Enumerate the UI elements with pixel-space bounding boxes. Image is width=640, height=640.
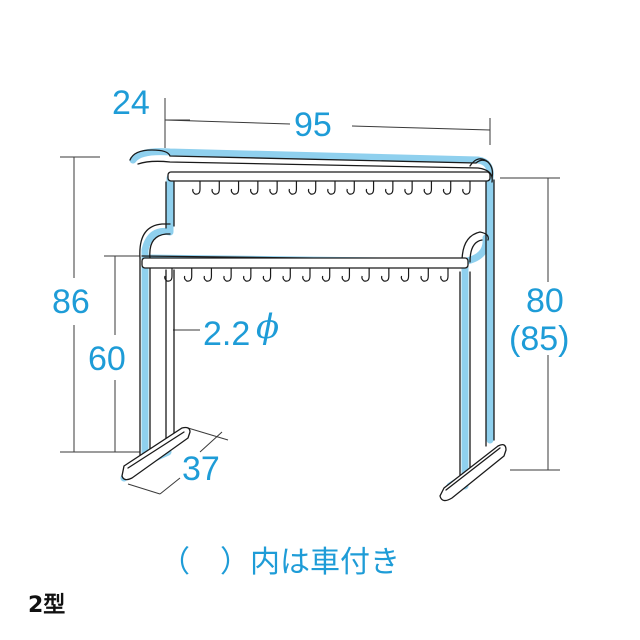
hook (327, 181, 336, 195)
hook (420, 268, 429, 282)
hook (321, 268, 331, 282)
hook (307, 181, 317, 195)
hook (365, 181, 375, 195)
hook (385, 181, 394, 195)
right-base-foot (439, 444, 507, 502)
lower-hooks (164, 268, 449, 282)
hook (250, 181, 259, 195)
hook (243, 268, 252, 282)
left-base-foot (121, 426, 191, 481)
hook (400, 268, 410, 282)
phi-symbol: ϕ (256, 307, 279, 347)
dim-height-total: 86 (52, 283, 90, 321)
hook (262, 268, 272, 282)
hook (462, 181, 471, 195)
dim-pipe-diameter: 2.2 (203, 315, 250, 353)
hook (164, 268, 173, 282)
hook (423, 181, 433, 195)
hook (282, 268, 291, 282)
dim-height-right-alt: (85) (509, 320, 569, 358)
hook (361, 268, 370, 282)
hook (381, 268, 390, 282)
rack-illustration (120, 148, 507, 502)
hook (203, 268, 213, 282)
model-label: 2型 (28, 593, 65, 618)
upper-hook-bar (167, 171, 491, 195)
hook (288, 181, 298, 195)
hook (404, 181, 413, 195)
dim-height-right: 80 (526, 282, 564, 320)
lower-rail (141, 255, 469, 282)
hook (230, 181, 240, 195)
upper-hooks (192, 181, 471, 195)
hook (183, 268, 193, 282)
dimension-lines (60, 98, 560, 495)
dim-height-lower: 60 (88, 340, 126, 378)
caption-casters-note: （ ）内は車付き (160, 545, 400, 580)
hook (346, 181, 355, 195)
dim-base-depth: 37 (182, 450, 220, 488)
hook (192, 181, 201, 195)
top-rail (129, 149, 494, 183)
hook (341, 268, 351, 282)
dim-width: 95 (294, 106, 332, 144)
hook (211, 181, 220, 195)
hook (223, 268, 232, 282)
dim-depth-top: 24 (112, 84, 150, 122)
hook (269, 181, 278, 195)
hook (442, 181, 452, 195)
hook (440, 268, 449, 282)
hook (302, 268, 311, 282)
